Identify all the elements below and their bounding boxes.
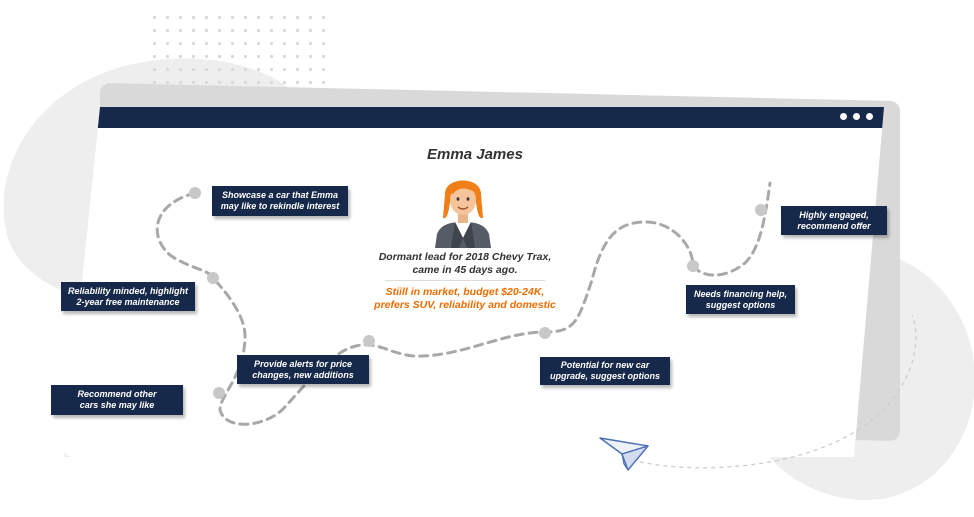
window-control-dot[interactable] — [840, 113, 847, 120]
lead-line: Dormant lead for 2018 Chevy Trax, — [378, 251, 552, 263]
path-node-dot — [207, 272, 219, 284]
node-line: suggest options — [705, 299, 776, 310]
person-name: Emma James — [427, 146, 523, 163]
node-line: Potential for new car — [560, 360, 650, 370]
node-line: cars she may like — [79, 400, 155, 410]
lead-line: came in 45 days ago. — [412, 264, 518, 276]
node-line: may like to rekindle interest — [220, 201, 340, 211]
status-line: prefers SUV, reliability and domestic — [374, 299, 556, 311]
window-control-dot[interactable] — [853, 113, 860, 120]
journey-node-engaged[interactable]: Highly engaged,recommend offer — [781, 206, 887, 235]
paper-plane-icon — [598, 434, 650, 477]
status-description: Stiill in market, budget $20-24K, prefer… — [350, 286, 580, 312]
path-node-dot — [539, 327, 551, 339]
node-line: upgrade, suggest options — [549, 371, 660, 381]
node-line: Recommend other — [77, 389, 157, 399]
dot-grid-decoration — [148, 11, 328, 91]
node-line: Needs financing help, — [693, 288, 787, 299]
path-node-dot — [755, 204, 767, 216]
browser-window — [64, 107, 884, 457]
window-control-dot[interactable] — [866, 113, 873, 120]
node-line: Highly engaged, — [799, 209, 869, 220]
node-line: changes, new additions — [252, 369, 354, 380]
node-line: 2-year free maintenance — [76, 296, 180, 307]
node-line: Provide alerts for price — [253, 358, 353, 369]
node-line: Reliability minded, highlight — [67, 285, 188, 296]
journey-node-financing[interactable]: Needs financing help,suggest options — [686, 285, 795, 314]
path-node-dot — [363, 335, 375, 347]
divider — [385, 280, 545, 281]
status-line: Stiill in market, budget $20-24K, — [385, 286, 545, 298]
node-line: Showcase a car that Emma — [221, 190, 339, 200]
lead-description: Dormant lead for 2018 Chevy Trax, came i… — [360, 251, 570, 277]
window-titlebar — [64, 107, 884, 128]
path-node-dot — [687, 260, 699, 272]
path-node-dot — [189, 187, 201, 199]
path-node-dot — [213, 387, 225, 399]
node-line: recommend offer — [797, 220, 871, 231]
woman-avatar-icon — [431, 168, 495, 253]
